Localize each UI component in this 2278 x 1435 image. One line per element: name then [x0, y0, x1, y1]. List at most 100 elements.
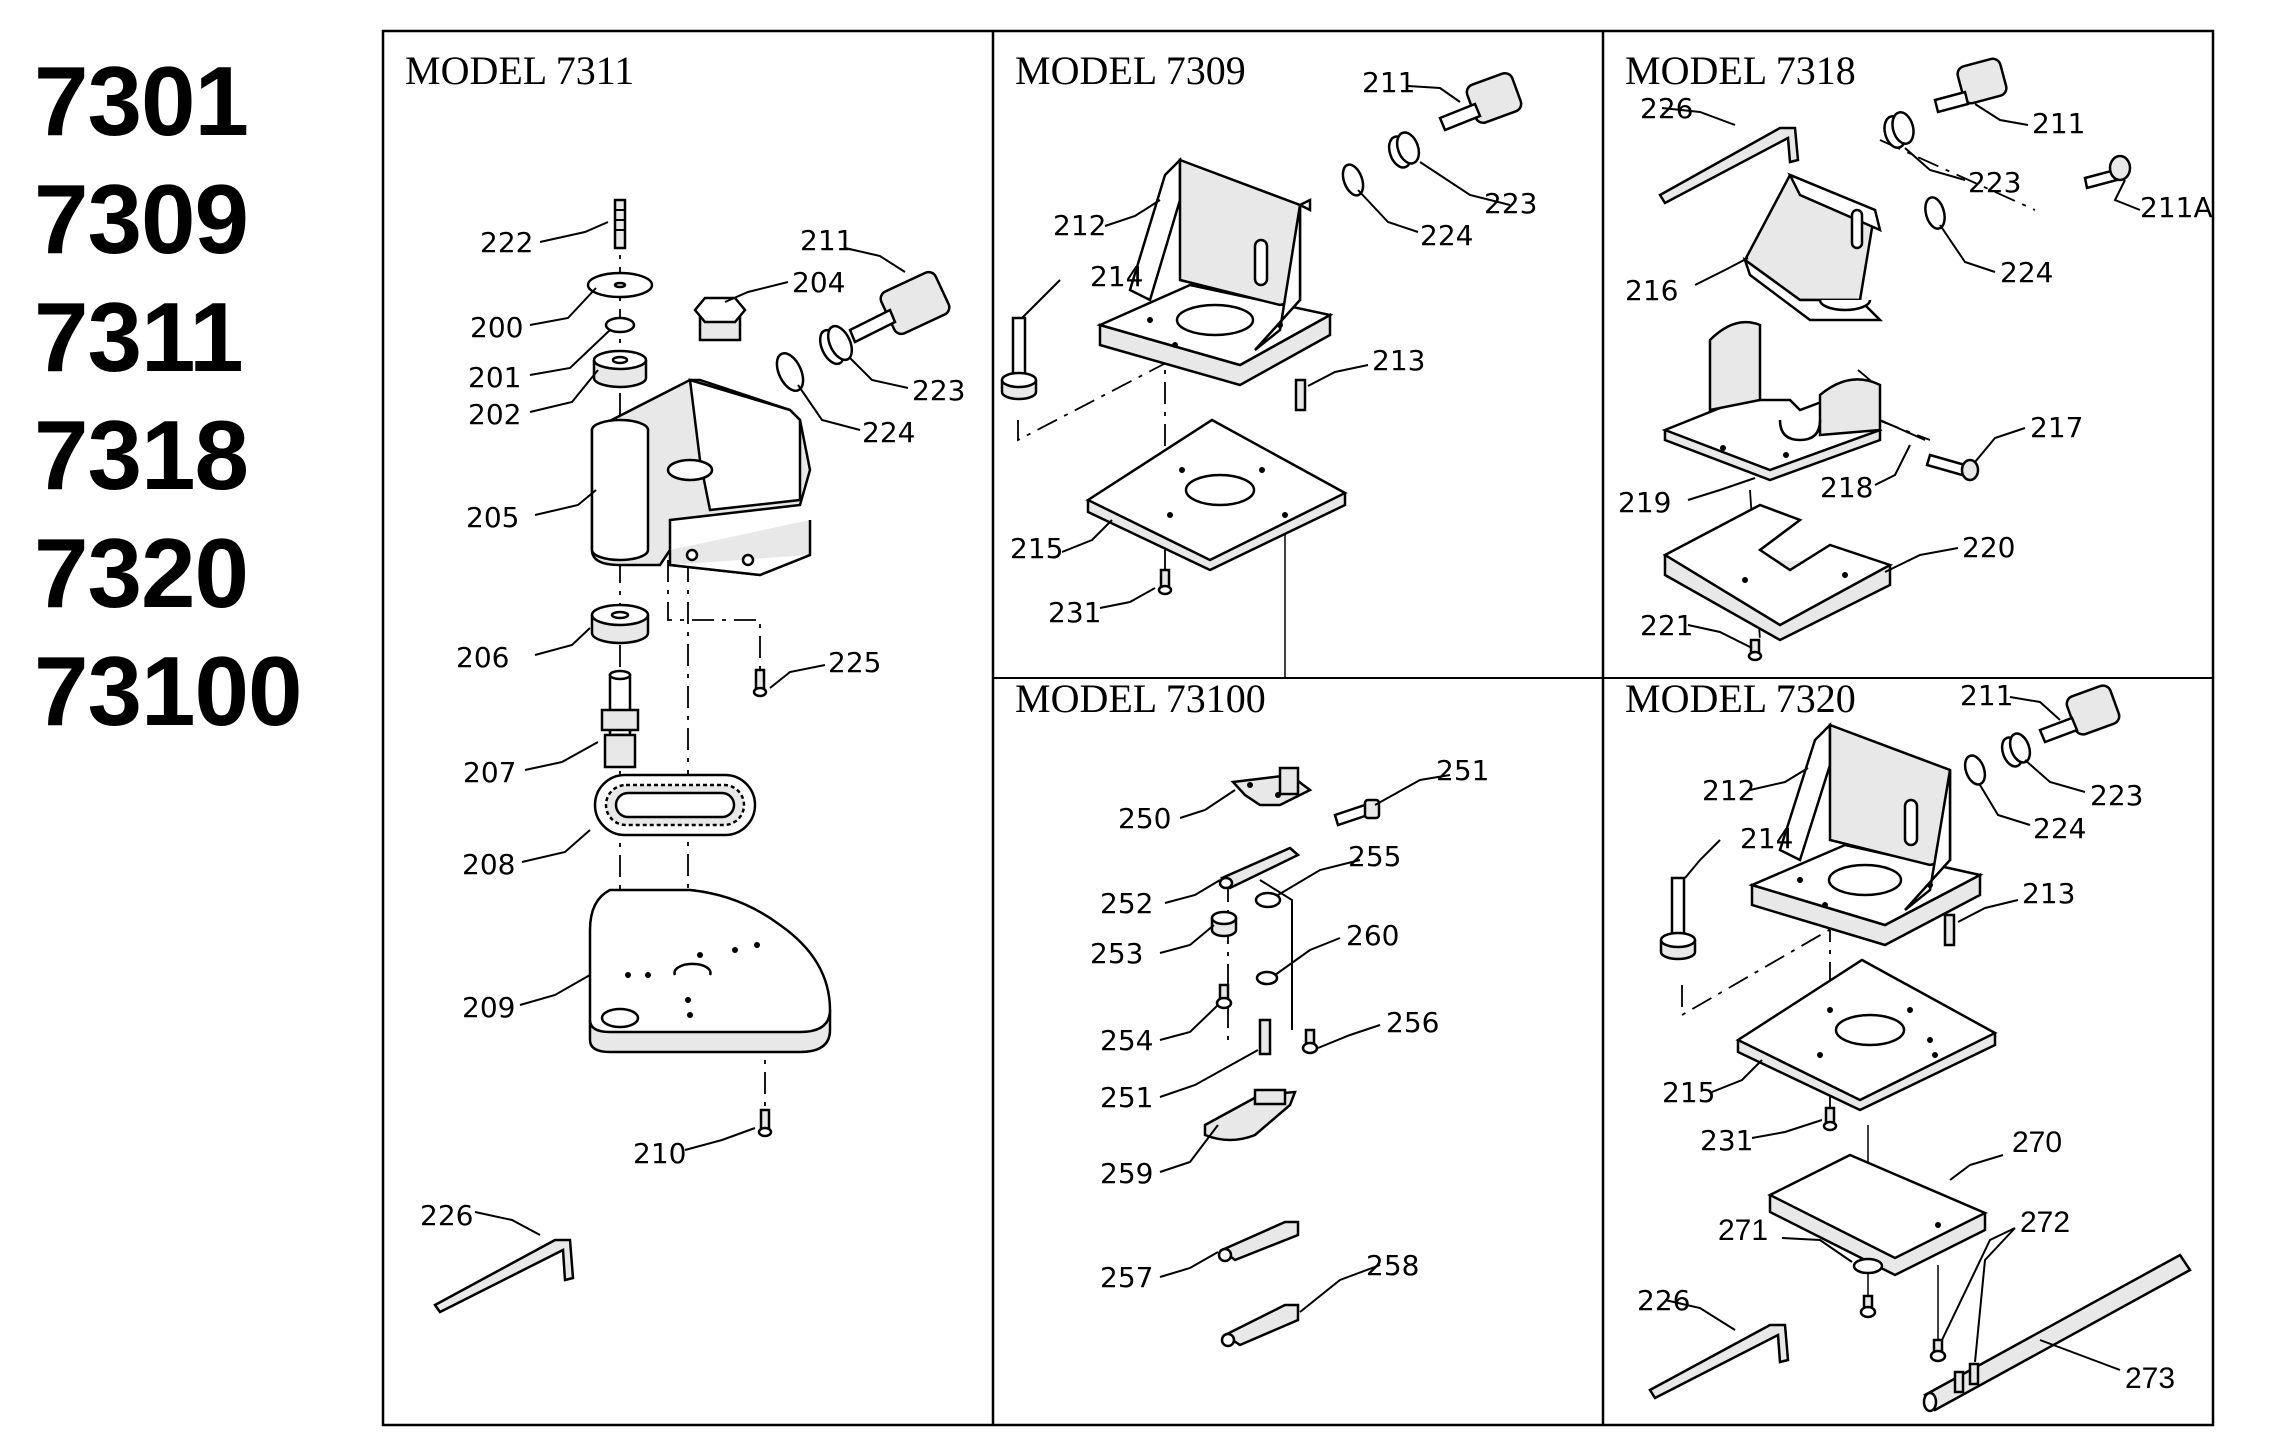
- part-label: 212: [1702, 774, 1755, 807]
- model-number: 7320: [34, 518, 249, 628]
- part-label: 221: [1640, 609, 1693, 642]
- part-label: 211: [1960, 679, 2013, 712]
- part-label: 252: [1100, 887, 1153, 920]
- part-208-belt: [593, 773, 757, 837]
- part-label: 217: [2030, 411, 2083, 444]
- part-257-arm: [1217, 1220, 1300, 1263]
- part-222-set-screw: [613, 198, 627, 250]
- part-224-washer: [1963, 754, 1987, 786]
- part-211-thumb-screw: [2038, 684, 2121, 744]
- part-label: 223: [1484, 187, 1537, 220]
- part-223-spring: [2000, 732, 2032, 768]
- part-label: 273: [2125, 1362, 2175, 1395]
- assembly-axis: [1681, 914, 1856, 1017]
- model-number-list: 7301 7309 7311 7318 7320 73100: [34, 42, 334, 750]
- part-271-screw: [1859, 1294, 1877, 1319]
- part-label: 209: [462, 991, 515, 1024]
- part-260-washer: [1255, 970, 1279, 986]
- leader-lines: [1159, 774, 1451, 1313]
- part-label: 222: [480, 226, 533, 259]
- part-label: 213: [2022, 877, 2075, 910]
- panel-model-7320: MODEL 7320: [1625, 676, 2192, 1413]
- part-label: 214: [1090, 260, 1143, 293]
- model-number: 7311: [34, 282, 244, 392]
- part-210-screw: [757, 1108, 773, 1138]
- part-223-spring: [1883, 111, 1915, 149]
- part-207-pulley-shaft: [600, 669, 640, 769]
- part-label: 258: [1366, 1249, 1419, 1282]
- part-label: 226: [420, 1199, 473, 1232]
- part-270-plate: [1767, 1153, 1988, 1277]
- part-272-screw: [1929, 1338, 1947, 1363]
- part-label: 215: [1662, 1076, 1715, 1109]
- part-221-screw: [1747, 638, 1763, 662]
- part-label: 211: [2032, 107, 2085, 140]
- part-219-base: [1661, 320, 1883, 482]
- part-253-bushing: [1210, 910, 1238, 938]
- part-206-bushing: [590, 603, 650, 645]
- part-label: 211A: [2140, 191, 2213, 224]
- part-label: 259: [1100, 1157, 1153, 1190]
- part-214-bolt: [1000, 316, 1038, 401]
- leader-lines: [1021, 85, 1511, 609]
- part-label: 224: [1420, 219, 1473, 252]
- part-231-screw: [1157, 568, 1173, 596]
- part-label: 226: [1640, 92, 1693, 125]
- part-label: 206: [456, 641, 509, 674]
- part-231-screw: [1822, 1106, 1838, 1132]
- part-label: 224: [2000, 256, 2053, 289]
- part-254-screw: [1215, 983, 1233, 1010]
- part-273-rod: [1922, 1253, 2192, 1413]
- part-label: 224: [862, 416, 915, 449]
- part-label: 231: [1700, 1124, 1753, 1157]
- leader-lines: [474, 221, 909, 1236]
- part-224-washer: [1924, 196, 1946, 230]
- part-label: 224: [2033, 812, 2086, 845]
- part-218-pin: [1879, 419, 1926, 441]
- panel-grid: [381, 29, 2215, 1427]
- part-label: 257: [1100, 1261, 1153, 1294]
- part-label: 216: [1625, 274, 1678, 307]
- part-label: 271: [1718, 1214, 1768, 1247]
- part-label: 223: [1968, 166, 2021, 199]
- panel-title: MODEL 7309: [1015, 48, 1246, 93]
- part-204-knob: [693, 296, 747, 342]
- model-number: 7301: [34, 46, 249, 156]
- part-label: 256: [1386, 1006, 1439, 1039]
- part-211a-screw: [2083, 154, 2132, 190]
- part-211-thumb-screw: [848, 270, 951, 344]
- part-label: 220: [1962, 531, 2015, 564]
- part-label: 251: [1100, 1081, 1153, 1114]
- panel-title: MODEL 73100: [1015, 676, 1266, 721]
- panel-title: MODEL 7318: [1625, 48, 1856, 93]
- part-214-bolt: [1659, 876, 1697, 961]
- panel-model-73100: MODEL 73100: [1015, 676, 1489, 1348]
- panel-model-7311: MODEL 7311: [405, 48, 965, 1314]
- part-202-bushing: [592, 349, 648, 389]
- part-256-screw: [1301, 1028, 1319, 1055]
- part-216-cradle: [1742, 172, 1884, 322]
- part-label: 200: [470, 311, 523, 344]
- part-label: 207: [463, 756, 516, 789]
- part-271-washer: [1852, 1257, 1884, 1275]
- panel-title: MODEL 7320: [1625, 676, 1856, 721]
- part-251-screw: [1333, 798, 1381, 827]
- part-211-thumb-screw: [1438, 72, 1523, 132]
- part-label: 201: [468, 361, 521, 394]
- panel-model-7309: MODEL 7309: [1000, 48, 1537, 678]
- part-205-housing: [590, 378, 812, 577]
- model-number: 73100: [34, 636, 303, 746]
- part-217-screw: [1925, 453, 1980, 482]
- assembly-axis: [1259, 879, 1293, 1030]
- assembly-axis: [1879, 139, 2036, 211]
- part-label: 225: [828, 646, 881, 679]
- part-223-spring: [1387, 131, 1421, 169]
- leader-lines: [1661, 103, 2141, 649]
- part-label: 260: [1346, 919, 1399, 952]
- part-211-thumb-screw: [1933, 57, 2008, 114]
- panel-title: MODEL 7311: [405, 48, 634, 93]
- part-label: 223: [912, 374, 965, 407]
- assembly-axis: [667, 560, 761, 670]
- part-label: 219: [1618, 486, 1671, 519]
